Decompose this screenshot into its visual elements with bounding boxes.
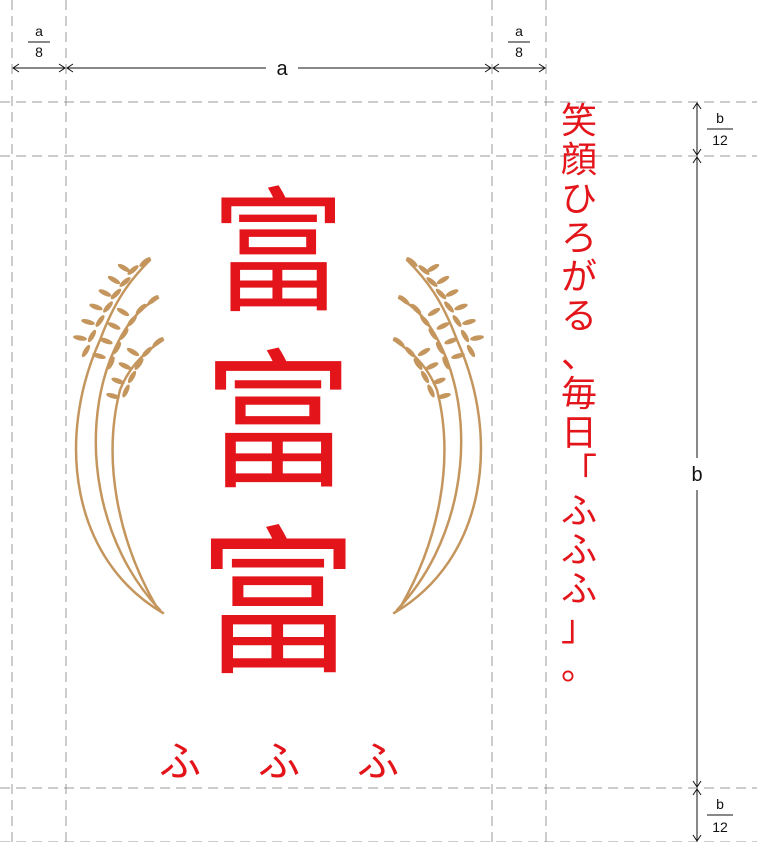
fraction-numerator: b xyxy=(716,796,724,812)
arrow-head xyxy=(692,102,702,110)
arrow-head xyxy=(538,63,546,73)
arrow-head xyxy=(692,788,702,796)
fraction-denominator: 12 xyxy=(712,819,728,835)
tagline-char: 、 xyxy=(560,335,597,376)
arrow-head xyxy=(484,63,492,73)
logo-subtitle-char-1: ふ xyxy=(159,737,201,786)
fraction-denominator: 8 xyxy=(515,44,523,60)
vertical-dimension xyxy=(692,102,702,842)
logo-kanji-2: 富 xyxy=(203,337,353,511)
tagline-char: 。 xyxy=(560,647,597,688)
tagline-char: 」 xyxy=(560,608,597,649)
arrow-head xyxy=(492,63,500,73)
tagline-char: 日 xyxy=(560,413,597,454)
fraction-denominator: 12 xyxy=(712,132,728,148)
wheat-stem xyxy=(392,258,483,615)
wheat-stem xyxy=(74,258,165,615)
tagline-char: ろ xyxy=(560,218,597,259)
left-margin-label: a 8 xyxy=(28,23,50,60)
tagline-char: ひ xyxy=(560,179,597,220)
arrow-head xyxy=(692,834,702,842)
fraction-numerator: a xyxy=(515,23,523,39)
wheat-stem xyxy=(392,338,446,608)
logo-subtitle-char-2: ふ xyxy=(258,737,300,786)
arrow-head xyxy=(692,780,702,788)
right-margin-label: a 8 xyxy=(508,23,530,60)
tagline-char: ふ xyxy=(560,530,597,571)
fraction-numerator: b xyxy=(716,110,724,126)
logo-kanji-1: 富 xyxy=(211,175,346,332)
tagline-char: 毎 xyxy=(560,374,597,415)
wheat-left xyxy=(73,257,165,615)
vertical-tagline: 笑 顔 ひ ろ が る 、 毎 日 「 ふ ふ ふ 」 。 xyxy=(549,102,609,842)
height-label: b xyxy=(691,464,702,486)
tagline-char: 顔 xyxy=(560,140,597,181)
tagline-char: 笑 xyxy=(560,101,597,142)
bottom-margin-label: b 12 xyxy=(707,796,733,835)
wheat-stem xyxy=(111,338,165,608)
top-margin-label: b 12 xyxy=(707,110,733,148)
wheat-stem xyxy=(94,296,162,612)
horizontal-dimension xyxy=(12,63,546,73)
wheat-grains xyxy=(393,257,484,400)
fraction-numerator: a xyxy=(35,23,43,39)
fraction-denominator: 8 xyxy=(35,44,43,60)
logo-subtitle-char-3: ふ xyxy=(357,737,399,786)
width-label: a xyxy=(276,58,288,80)
wheat-grains xyxy=(73,257,164,400)
arrow-head xyxy=(12,63,20,73)
wheat-right xyxy=(392,257,484,615)
arrow-head xyxy=(692,148,702,156)
logo-kanji-3: 富 xyxy=(198,511,358,698)
tagline-char: ふ xyxy=(560,569,597,610)
tagline-char: る xyxy=(560,296,597,337)
tagline-char: ふ xyxy=(560,491,597,532)
tagline-char: が xyxy=(560,257,597,298)
arrow-head xyxy=(66,63,74,73)
arrow-head xyxy=(58,63,66,73)
wheat-stem xyxy=(395,296,463,612)
tagline-char: 「 xyxy=(560,452,597,493)
arrow-head xyxy=(692,156,702,164)
